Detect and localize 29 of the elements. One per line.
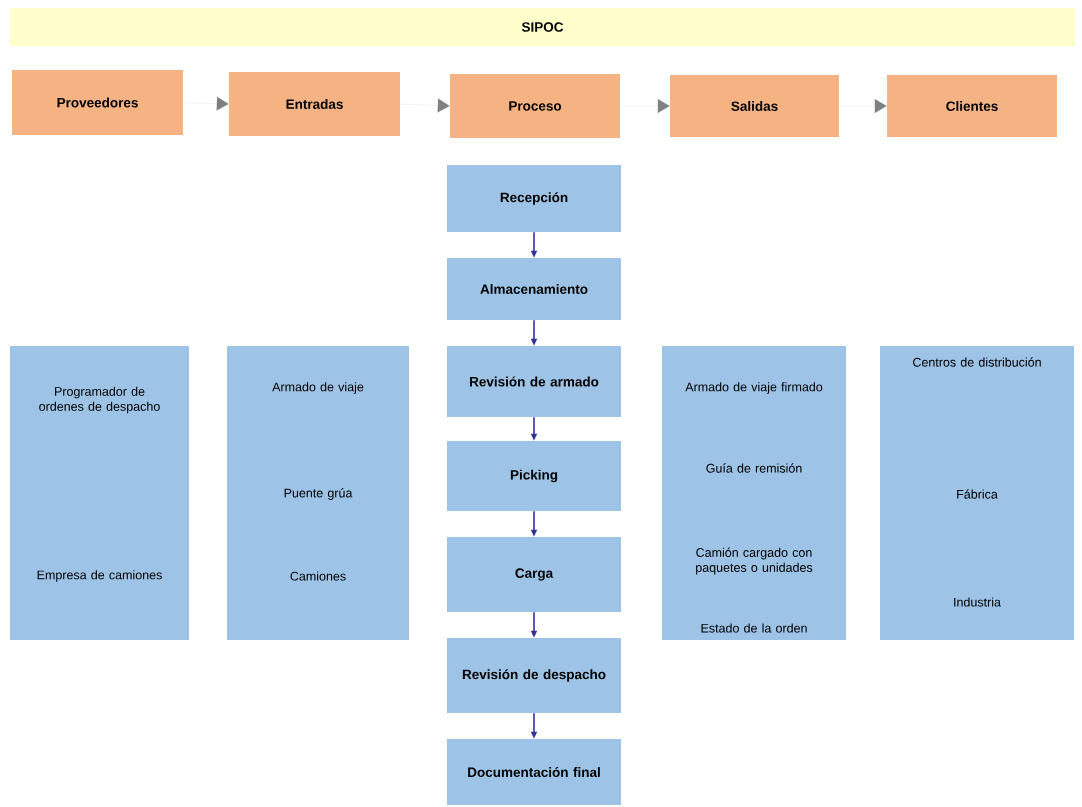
arrow (839, 99, 887, 113)
item-text: Programador de ordenes de despacho (39, 386, 160, 414)
item-text: Fábrica (957, 489, 998, 499)
item-text: Industria (954, 597, 1001, 607)
process-box: Almacenamiento (447, 258, 621, 320)
process-box: Revisión de armado (447, 346, 621, 417)
category-box: Proveedores (12, 70, 183, 135)
item-text: Puente grúa (284, 488, 353, 500)
process-box: Documentación final (447, 739, 621, 805)
arrow (620, 99, 670, 113)
category-box: Entradas (229, 72, 400, 136)
arrow (400, 98, 450, 113)
process-box: Revisión de despacho (447, 638, 621, 713)
arrow (183, 96, 229, 111)
item-text: Centros de distribución (913, 357, 1041, 367)
item-text: Armado de viaje (272, 382, 364, 394)
item-text: Camión cargado con paquetes o unidades (696, 547, 813, 575)
item-text: Armado de viaje firmado (685, 382, 823, 394)
item-text: Camiones (290, 571, 346, 581)
item-text: Empresa de camiones (37, 570, 162, 582)
category-box: Salidas (670, 75, 839, 137)
process-box: Recepción (447, 165, 621, 232)
item-text: Estado de la orden (701, 623, 807, 633)
category-box: Clientes (887, 75, 1057, 137)
process-box: Carga (447, 537, 621, 612)
title-band: SIPOC (10, 8, 1075, 46)
process-box: Picking (447, 441, 621, 511)
item-text: Guía de remisión (706, 463, 802, 473)
category-box: Proceso (450, 74, 620, 138)
